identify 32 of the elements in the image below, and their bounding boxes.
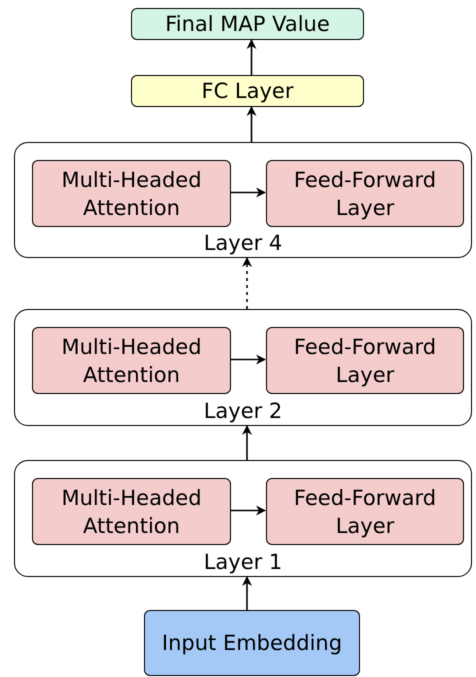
arrow xyxy=(246,39,256,75)
process-box xyxy=(131,8,364,40)
arrow xyxy=(230,506,266,516)
layer-container xyxy=(14,309,472,426)
arrow xyxy=(242,257,252,309)
block-box xyxy=(266,327,464,394)
layer-label: Layer 4 xyxy=(202,231,284,255)
node-label: FC Layer xyxy=(200,78,294,105)
layer-label: Layer 2 xyxy=(202,399,284,423)
layer-label: Layer 1 xyxy=(202,550,284,574)
node-label: Feed-Forward Layer xyxy=(292,334,438,388)
block-box xyxy=(266,160,464,227)
arrow xyxy=(246,106,256,142)
node-label: Input Embedding xyxy=(160,630,344,657)
node-label: Multi-Headed Attention xyxy=(60,484,203,540)
arrow xyxy=(230,354,266,364)
layer-container xyxy=(14,142,472,258)
process-box xyxy=(144,610,360,676)
block-box xyxy=(32,478,231,545)
node-label: Final MAP Value xyxy=(164,11,331,38)
node-label: Feed-Forward Layer xyxy=(292,166,438,222)
block-box xyxy=(266,478,464,545)
node-label: Multi-Headed Attention xyxy=(60,166,203,222)
block-box xyxy=(32,327,231,394)
arrow xyxy=(242,425,252,460)
arrow xyxy=(242,576,252,610)
process-box xyxy=(131,75,364,107)
layer-container xyxy=(14,460,472,577)
node-label: Multi-Headed Attention xyxy=(60,334,203,388)
arrow xyxy=(230,188,266,198)
block-box xyxy=(32,160,231,227)
node-label: Feed-Forward Layer xyxy=(292,484,438,540)
